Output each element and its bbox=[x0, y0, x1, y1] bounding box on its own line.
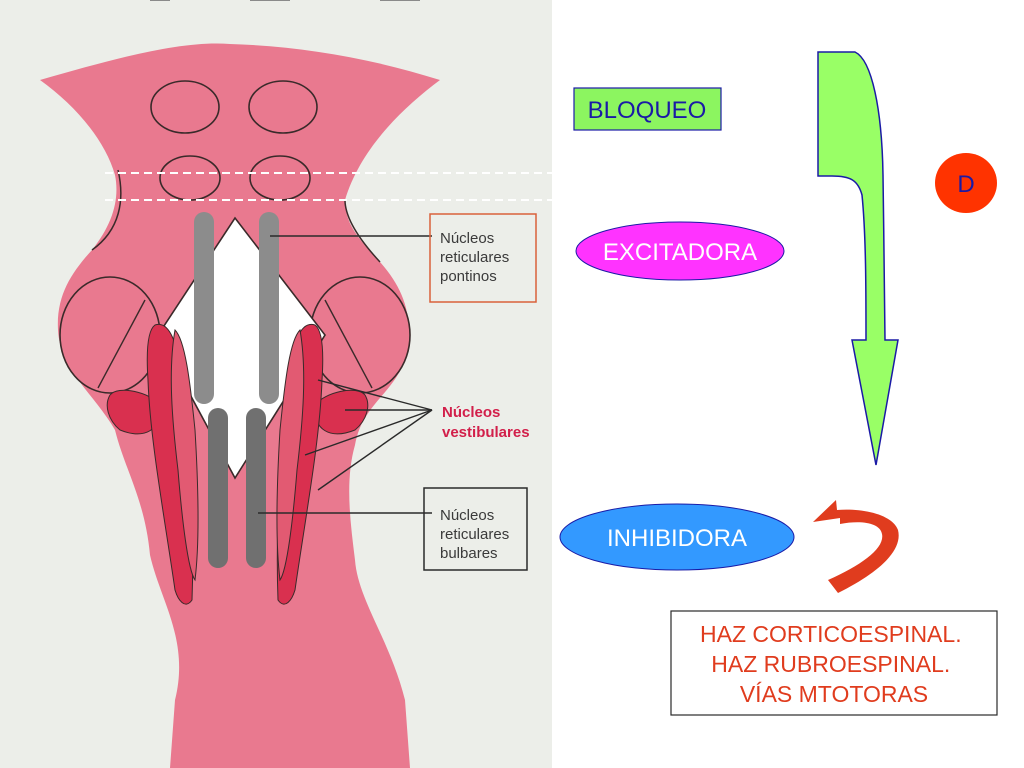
haz-text: HAZ CORTICOESPINAL. HAZ RUBROESPINAL. VÍ… bbox=[700, 621, 968, 707]
down-arrow-icon bbox=[817, 51, 899, 466]
haz-line-3: VÍAS MTOTORAS bbox=[740, 681, 928, 707]
pontine-reticular-nucleus-left bbox=[194, 212, 214, 404]
haz-line-1: HAZ CORTICOESPINAL. bbox=[700, 621, 962, 647]
leader-line-vestibular-1 bbox=[317, 379, 433, 411]
haz-box bbox=[670, 610, 998, 716]
label-frame-bulbares bbox=[423, 487, 528, 571]
excitadora-label: EXCITADORA bbox=[603, 239, 757, 266]
bulbar-reticular-nucleus-right bbox=[246, 408, 266, 568]
leader-line-vestibular-4 bbox=[317, 409, 433, 491]
label-vestibulares: Núcleos vestibulares bbox=[442, 404, 530, 441]
label-frame-pontinos bbox=[429, 213, 537, 303]
d-badge-label: D bbox=[957, 171, 974, 198]
label-pontinos-line-1: Núcleos bbox=[440, 230, 494, 247]
d-badge bbox=[935, 153, 997, 213]
pontine-reticular-nucleus-right bbox=[259, 212, 279, 404]
vestibular-nucleus-left-inner bbox=[170, 328, 199, 582]
leader-line-vestibular-3 bbox=[304, 409, 433, 456]
brainstem-figure: Núcleos reticulares pontinos Núcleos ves… bbox=[0, 0, 552, 768]
peduncle-left bbox=[59, 276, 161, 394]
label-vestibulares-line-2: vestibulares bbox=[442, 424, 530, 441]
label-bulbares-line-2: reticulares bbox=[440, 526, 509, 543]
label-vestibulares-line-1: Núcleos bbox=[442, 404, 500, 421]
vestibular-nucleus-right-lateral bbox=[314, 389, 369, 435]
vestibular-nucleus-left-lateral bbox=[106, 389, 161, 435]
excitadora-ellipse bbox=[575, 221, 785, 281]
bulbar-reticular-nucleus-left bbox=[208, 408, 228, 568]
label-pontinos-line-3: pontinos bbox=[440, 268, 497, 285]
peduncle-right-cut bbox=[324, 299, 373, 389]
inhibidora-label: INHIBIDORA bbox=[607, 525, 747, 552]
peduncle-left-cut bbox=[97, 299, 146, 389]
brainstem-inner-outline bbox=[91, 169, 381, 263]
bloqueo-label: BLOQUEO bbox=[588, 97, 707, 124]
bloqueo-box bbox=[573, 87, 722, 131]
label-pontinos: Núcleos reticulares pontinos bbox=[440, 230, 513, 285]
right-panel: BLOQUEO EXCITADORA INHIBIDORA D HAZ CORT… bbox=[559, 51, 998, 716]
curved-return-arrow-icon bbox=[813, 500, 899, 593]
label-bulbares-line-3: bulbares bbox=[440, 545, 498, 562]
inhibidora-ellipse bbox=[559, 503, 795, 571]
superior-colliculus-left bbox=[150, 80, 220, 134]
haz-line-2: HAZ RUBROESPINAL. bbox=[711, 651, 950, 677]
label-pontinos-line-2: reticulares bbox=[440, 249, 509, 266]
label-bulbares-line-1: Núcleos bbox=[440, 507, 494, 524]
superior-colliculus-right bbox=[248, 80, 318, 134]
vestibular-nucleus-right-inner bbox=[276, 328, 305, 582]
label-bulbares: Núcleos reticulares bulbares bbox=[440, 507, 513, 562]
